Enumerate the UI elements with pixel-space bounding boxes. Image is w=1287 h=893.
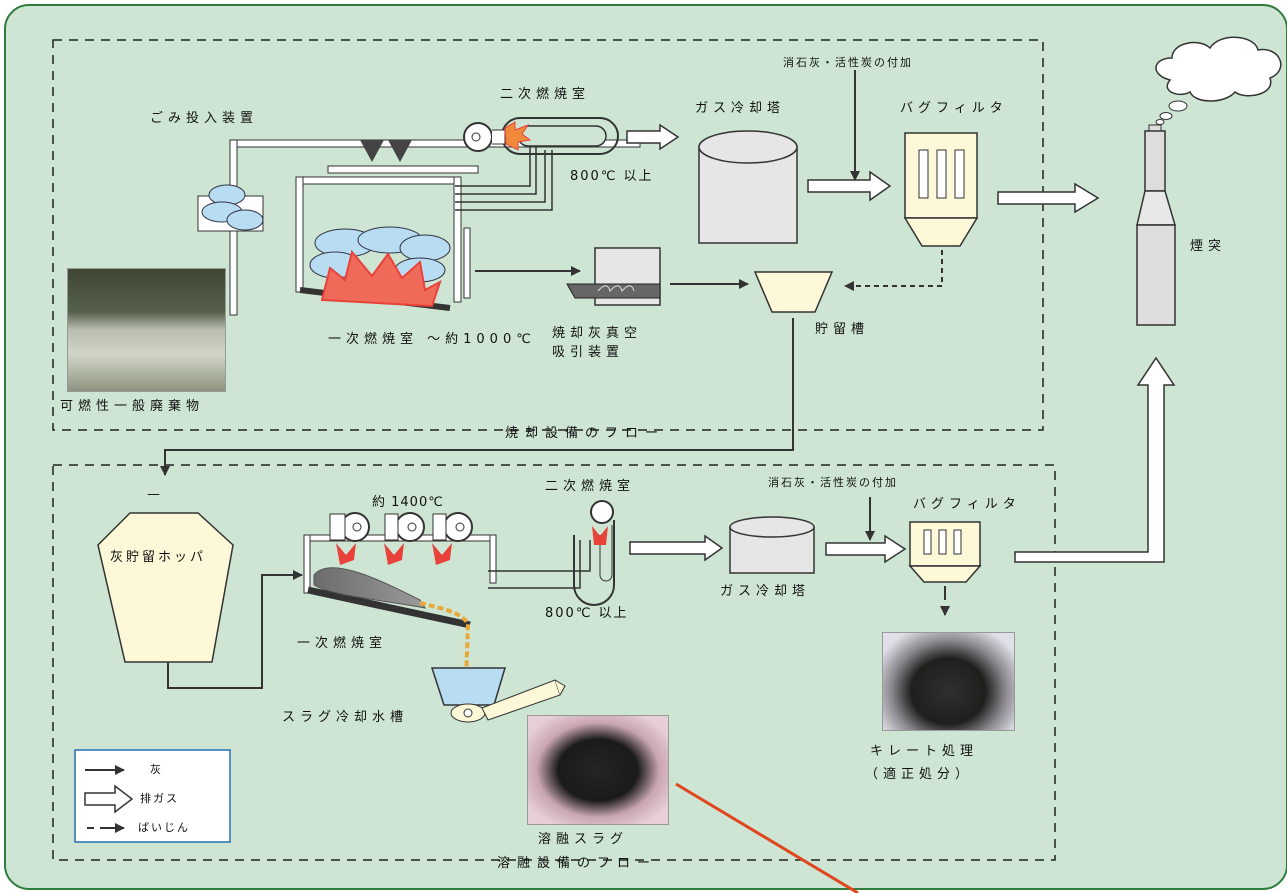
- legend-exhaust-label: 排ガス: [140, 793, 179, 804]
- cooling-tower-label-bottom: ガス冷却塔: [720, 585, 810, 598]
- cooling-tower-label: ガス冷却塔: [695, 102, 785, 115]
- gas-cooling-tower-top: [699, 131, 797, 243]
- ash-vacuum-label-2: 吸引装置: [552, 346, 624, 359]
- chelate-label: キレート処理: [870, 745, 978, 758]
- ash-vacuum-label-1: 焼却灰真空: [552, 327, 642, 340]
- bag-filter-label: バグフィルタ: [900, 102, 1008, 115]
- secondary-temp-label-bottom: 800℃ 以上: [545, 607, 629, 620]
- waste-label: 可燃性一般廃棄物: [60, 400, 204, 413]
- bag-filter-label-bottom: バグフィルタ: [913, 498, 1021, 511]
- feeder-label: ごみ投入装置: [150, 112, 258, 125]
- hopper-dash: —: [147, 488, 165, 501]
- bag-filter-bottom: [910, 522, 980, 582]
- storage-tank-label: 貯留槽: [815, 323, 869, 336]
- secondary-temp-label: 800℃ 以上: [570, 170, 654, 183]
- legend-flyash-label: ばいじん: [138, 822, 190, 833]
- primary-chamber-label: 一次燃焼室 ～約1000℃: [328, 333, 536, 346]
- additive-label-bottom: 消石灰・活性炭の付加: [768, 477, 898, 488]
- hopper-label: 灰貯留ホッパ: [110, 551, 206, 564]
- melting-caption: 溶融設備のフロー: [497, 857, 657, 870]
- primary-chamber-label-bottom: 一次燃焼室: [297, 637, 387, 650]
- burner-icon: [330, 513, 472, 541]
- temp-1400-label: 約 1400℃: [372, 496, 444, 509]
- gas-cooling-tower-bottom: [730, 517, 814, 573]
- bag-filter-top: [905, 133, 977, 246]
- chimney-label: 煙突: [1190, 240, 1226, 253]
- slag-tank-label: スラグ冷却水槽: [282, 711, 408, 724]
- additive-label: 消石灰・活性炭の付加: [783, 57, 913, 68]
- burner-icon: [591, 501, 613, 523]
- incineration-caption: 焼却設備のフロー: [505, 427, 665, 440]
- secondary-chamber-label-bottom: 二次燃焼室: [545, 480, 635, 493]
- slag-label: 溶融スラグ: [538, 833, 628, 846]
- legend-ash-label: 灰: [150, 764, 163, 775]
- waste-photo: [67, 268, 226, 392]
- chelate-sub-label: （適正処分）: [865, 768, 973, 781]
- molten-slag-photo: [527, 715, 669, 825]
- secondary-chamber-label: 二次燃焼室: [500, 88, 590, 101]
- chelate-residue-photo: [882, 632, 1015, 731]
